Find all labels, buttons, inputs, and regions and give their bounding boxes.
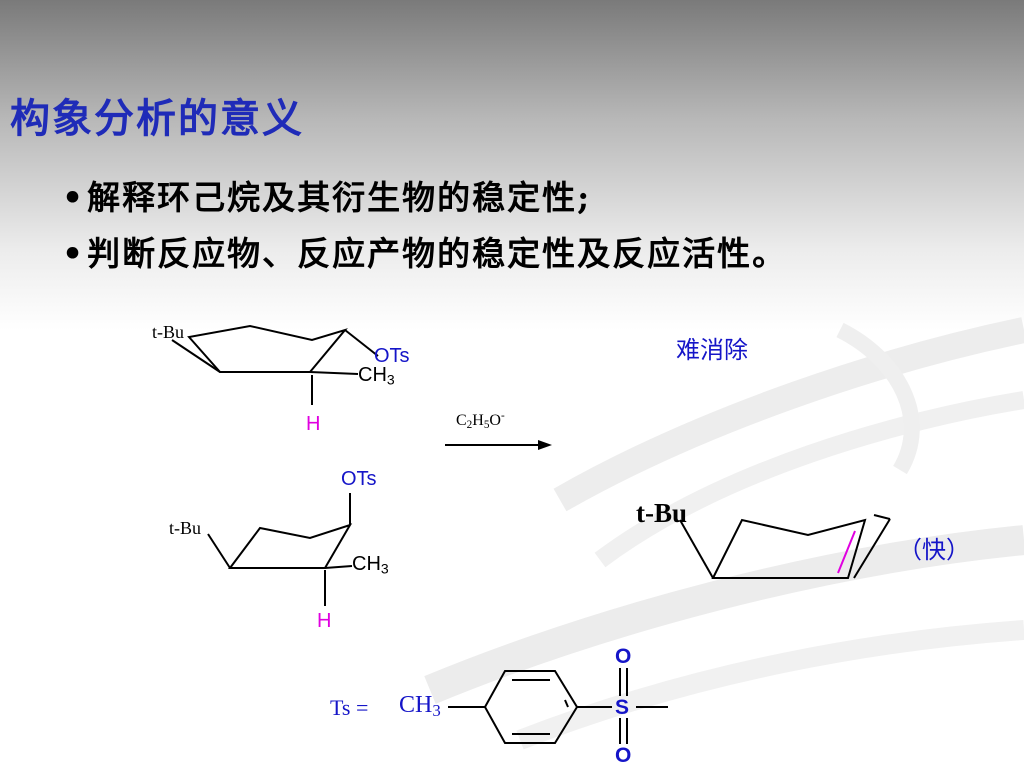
bottom-methyl-label: CH3 — [352, 553, 389, 577]
bottom-ots-label: OTs — [341, 468, 377, 490]
sulfur-label: S — [615, 696, 630, 719]
top-chair-ring — [171, 324, 379, 405]
fast-reaction-note: （快） — [898, 536, 970, 564]
bottom-tbu-label: t-Bu — [169, 518, 202, 538]
reagent-label: C2H5O- — [456, 409, 505, 431]
product-tbu-label: t-Bu — [636, 498, 688, 528]
product-chair-ring — [679, 514, 891, 579]
ts-prefix-label: Ts = — [330, 695, 369, 720]
bottom-chair-ring — [207, 493, 353, 606]
top-ots-label: OTs — [374, 345, 410, 367]
arrow-head — [538, 440, 552, 450]
top-tbu-label: t-Bu — [152, 322, 185, 342]
bottom-hydrogen-label: H — [317, 610, 332, 632]
bullet-list: 解释环己烷及其衍生物的稳定性; 判断反应物、反应产物的稳定性及反应活性。 — [62, 170, 787, 282]
bullet-item: 解释环己烷及其衍生物的稳定性; — [62, 170, 787, 226]
slow-elimination-note: 难消除 — [676, 336, 748, 364]
bullet-item: 判断反应物、反应产物的稳定性及反应活性。 — [62, 226, 787, 282]
top-methyl-label: CH3 — [358, 364, 395, 388]
top-hydrogen-label: H — [306, 413, 321, 435]
ts-methyl-label: CH3 — [399, 692, 441, 721]
oxygen-bottom-label: O — [615, 744, 632, 767]
slide-title: 构象分析的意义 — [10, 95, 304, 142]
benzene-ring — [448, 668, 668, 744]
oxygen-top-label: O — [615, 645, 632, 668]
double-bond-line — [837, 530, 856, 574]
